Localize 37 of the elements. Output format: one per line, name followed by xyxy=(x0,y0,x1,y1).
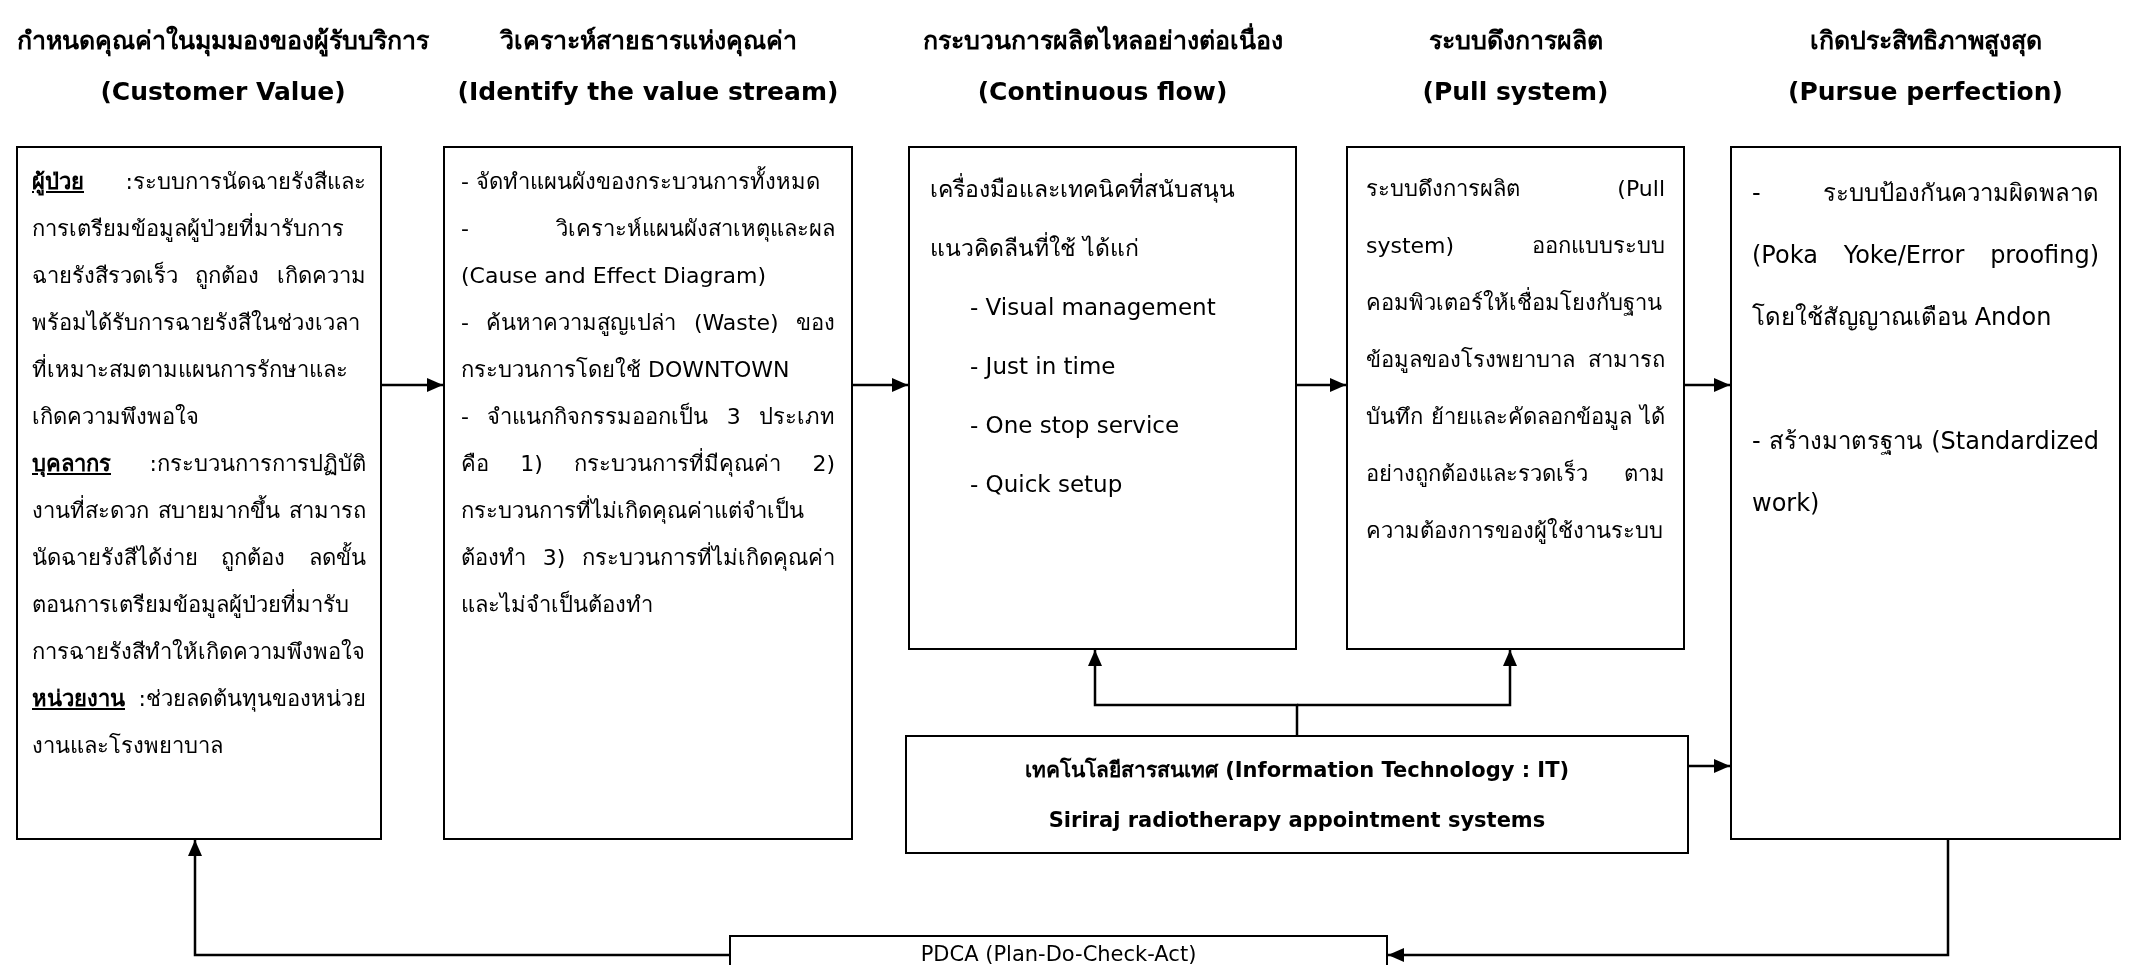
bullet-item: - One stop service xyxy=(970,411,1181,440)
bullet-item: - ค้นหาความสูญเปล่า (Waste) ของกระบวนการโดยใช้ DOWNTOWN xyxy=(461,309,835,384)
column-heading: เกิดประสิทธิภาพสูงสุด xyxy=(1808,25,2043,59)
bullet-item: - ระบบป้องกันความผิดพลาด (Poka Yoke/Error proofing) โดยใช้สัญญาณเตือน Andon xyxy=(1752,178,2099,333)
arrow xyxy=(382,378,443,392)
arrow xyxy=(188,840,729,957)
column-heading: (Customer Value) xyxy=(99,77,347,106)
paragraph: ผู้ป่วย :ระบบการนัดฉายรังสีและการเตรียมข้อมูลผู้ป่วยที่มารับการฉายรังสีรวดเร็ว ถูกต้อง เกิดความพร้อมได้รับการฉายรังสีในช่วงเวลาที่เหมาะสมตามแผนการรักษาและเกิดความพึงพอใจ xyxy=(32,168,366,431)
bullet-item: - สร้างมาตรฐาน (Standardized work) xyxy=(1752,426,2099,519)
branching-arrow xyxy=(1088,650,1517,735)
bullet-item: - จำแนกกิจกรรมออกเป็น 3 ประเภท คือ 1) กระบวนการที่มีคุณค่า 2) กระบวนการที่ไม่เกิดคุณค่าแต่จำเป็นต้องทำ 3) กระบวนการที่ไม่เกิดคุณค่าและไม่จำเป็นต้องทำ xyxy=(461,401,835,619)
process-box xyxy=(905,735,1689,854)
bullet-item: - Visual management xyxy=(970,293,1217,322)
bullet-item: - Quick setup xyxy=(970,470,1124,499)
column-heading: (Pursue perfection) xyxy=(1787,77,2064,106)
bullet-item: - จัดทำแผนผังของกระบวนการทั้งหมด xyxy=(461,158,835,205)
column-heading: (Pull system) xyxy=(1421,77,1610,106)
arrow xyxy=(1297,378,1346,392)
paragraph: ระบบดึงการผลิต (Pull system) ออกแบบระบบคอมพิวเตอร์ให้เชื่อมโยงกับฐานข้อมูลของโรงพยาบาล สามารถบันทึก ย้ายและคัดลอกข้อมูล ได้อย่างถูกต้องและรวดเร็ว ตามความต้องการของผู้ใช้งานระบบ xyxy=(1366,175,1665,546)
column-heading: กระบวนการผลิตไหลอย่างต่อเนื่อง xyxy=(850,20,1355,60)
column-heading: (Continuous flow) xyxy=(976,77,1229,106)
arrow xyxy=(853,378,908,392)
paragraph: บุคลากร :กระบวนการการปฏิบัติงานที่สะดวก สบายมากขึ้น สามารถนัดฉายรังสีได้ง่าย ถูกต้อง ลดขั้นตอนการเตรียมข้อมูลผู้ป่วยที่มารับการฉายรังสีทำให้เกิดความพึงพอใจ xyxy=(32,450,366,666)
column-heading: กำหนดคุณค่าในมุมมองของผู้รับบริการ xyxy=(16,24,430,59)
arrow xyxy=(1685,378,1730,392)
paragraph: หน่วยงาน :ช่วยลดต้นทุนของหน่วยงานและโรงพยาบาล xyxy=(32,685,366,760)
paragraph: เครื่องมือและเทคนิคที่สนับสนุนแนวคิดลีนที่ใช้ ได้แก่ xyxy=(930,160,1275,278)
process-box xyxy=(729,935,1388,965)
box-label: เทคโนโลยีสารสนเทศ (Information Technology : IT) xyxy=(1023,756,1571,784)
bullet-item: - Just in time xyxy=(970,352,1117,381)
box-label: PDCA (Plan-Do-Check-Act) xyxy=(919,941,1198,965)
box-label: Siriraj radiotherapy appointment systems xyxy=(1047,807,1547,834)
column-heading: ระบบดึงการผลิต xyxy=(1427,25,1604,57)
arrow xyxy=(1388,840,1950,962)
arrow xyxy=(1689,759,1730,773)
bullet-item: - วิเคราะห์แผนผังสาเหตุและผล (Cause and Effect Diagram) xyxy=(461,215,835,290)
column-heading: (Identify the value stream) xyxy=(456,77,840,106)
